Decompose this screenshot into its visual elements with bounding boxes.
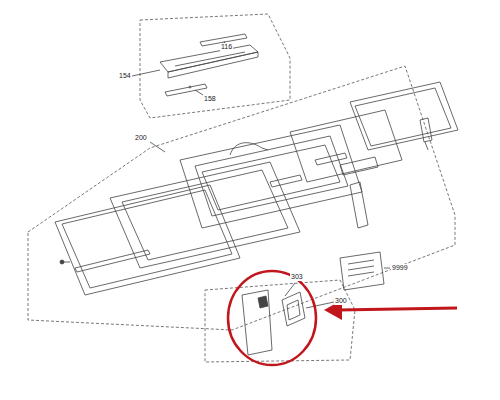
callout-number: 300 (334, 297, 348, 305)
callout-number: 154 (118, 72, 132, 80)
callout-number: 200 (134, 134, 148, 142)
callout-number: 158 (203, 95, 217, 103)
callout-number: 116 (220, 43, 233, 51)
callout-number: 9999 (391, 264, 409, 272)
callout-number: 303 (290, 273, 304, 281)
